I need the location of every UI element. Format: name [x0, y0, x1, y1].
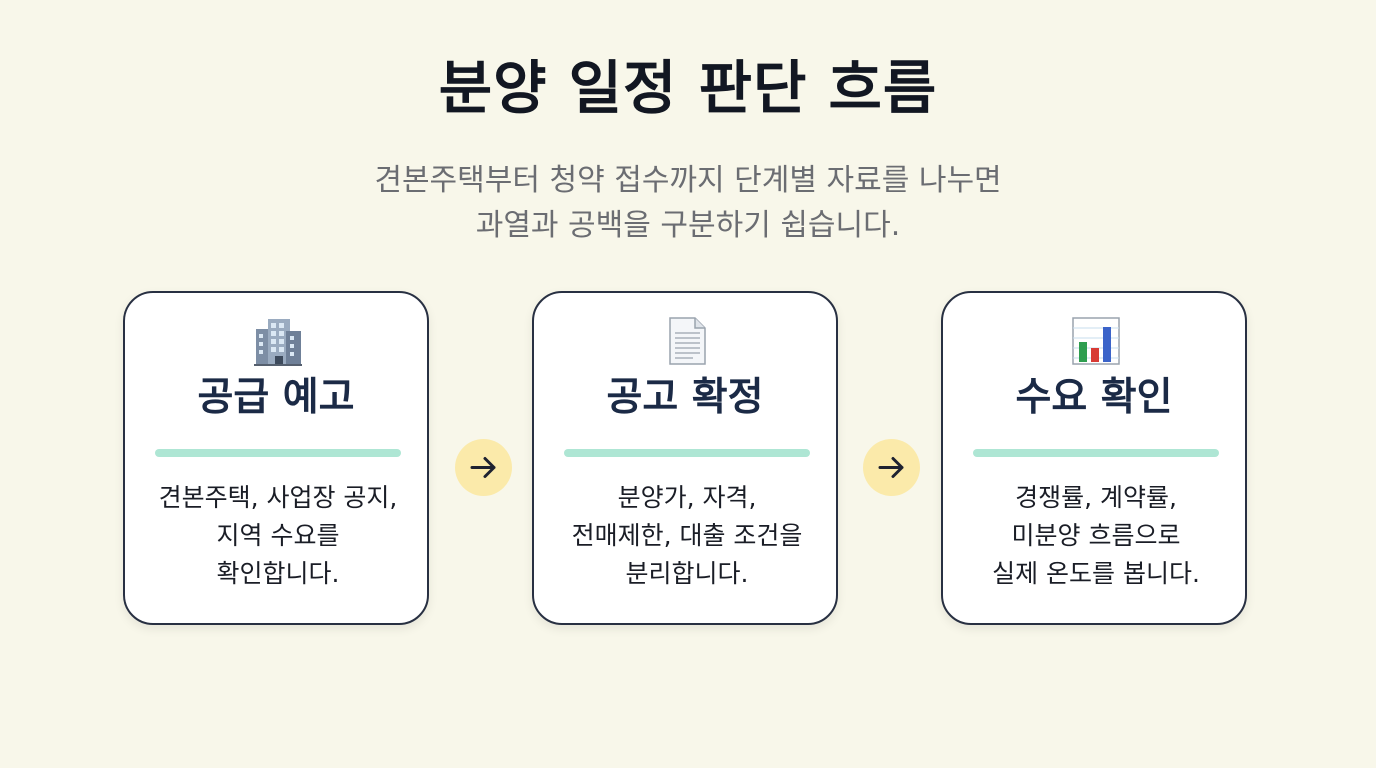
- step-description-line: 전매제한, 대출 조건을: [571, 521, 803, 550]
- step-title: 수요 확인: [1015, 375, 1173, 420]
- bar-chart-icon: [1070, 315, 1122, 367]
- step-description-line: 확인합니다.: [216, 559, 340, 588]
- subtitle-line: 견본주택부터 청약 접수까지 단계별 자료를 나누면: [374, 163, 1002, 198]
- step-description: 분양가, 자격, 전매제한, 대출 조건을 분리합니다.: [548, 479, 826, 593]
- step-description: 경쟁률, 계약률, 미분양 흐름으로 실제 온도를 봅니다.: [957, 479, 1235, 593]
- office-building-icon: [252, 315, 304, 367]
- step-description-line: 지역 수요를: [216, 521, 340, 550]
- document-icon: [661, 315, 713, 367]
- step-description-line: 분리합니다.: [625, 559, 749, 588]
- step-description-line: 실제 온도를 봅니다.: [992, 559, 1200, 588]
- step-description-line: 경쟁률, 계약률,: [1015, 483, 1177, 512]
- title-underline: [564, 449, 810, 457]
- title-underline: [973, 449, 1219, 457]
- step-description: 견본주택, 사업장 공지, 지역 수요를 확인합니다.: [139, 479, 417, 593]
- step-card-notice-confirm: 공고 확정 분양가, 자격, 전매제한, 대출 조건을 분리합니다.: [532, 291, 838, 625]
- step-card-supply-notice: 공급 예고 견본주택, 사업장 공지, 지역 수요를 확인합니다.: [123, 291, 429, 625]
- arrow-right-icon: [863, 439, 920, 496]
- step-description-line: 분양가, 자격,: [617, 483, 757, 512]
- step-title: 공고 확정: [606, 375, 764, 420]
- step-title: 공급 예고: [197, 375, 355, 420]
- step-card-demand-check: 수요 확인 경쟁률, 계약률, 미분양 흐름으로 실제 온도를 봅니다.: [941, 291, 1247, 625]
- step-description-line: 견본주택, 사업장 공지,: [158, 483, 398, 512]
- arrow-right-icon: [455, 439, 512, 496]
- page-subtitle: 견본주택부터 청약 접수까지 단계별 자료를 나누면 과열과 공백을 구분하기 …: [0, 158, 1376, 248]
- title-underline: [155, 449, 401, 457]
- subtitle-line: 과열과 공백을 구분하기 쉽습니다.: [475, 208, 901, 243]
- page-title: 분양 일정 판단 흐름: [438, 54, 938, 122]
- step-description-line: 미분양 흐름으로: [1011, 521, 1181, 550]
